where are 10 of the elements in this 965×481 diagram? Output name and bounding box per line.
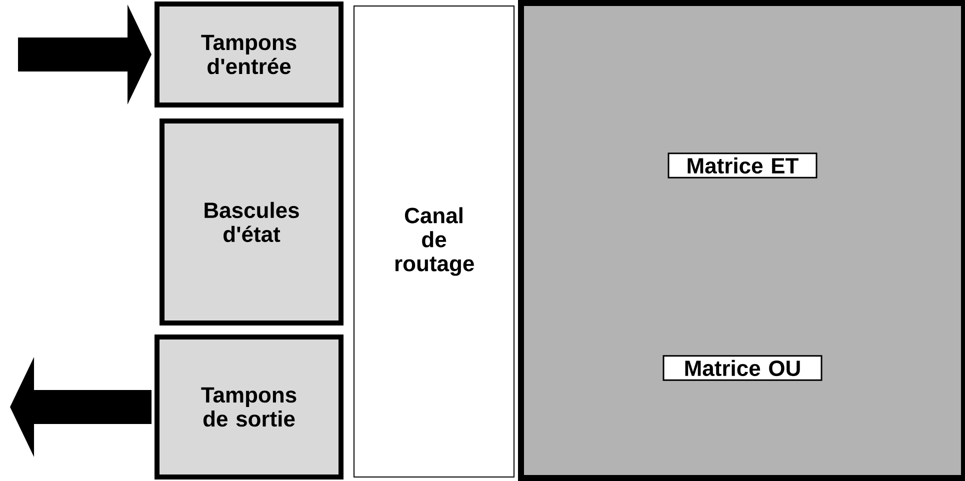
routing-channel-box: Canal de routage <box>354 6 514 478</box>
node-label: Matrice ET <box>688 157 798 174</box>
matrix-region: Matrice ET <box>524 6 961 241</box>
flipflop-box: Bascules d'état <box>160 118 344 326</box>
arrow <box>10 357 152 457</box>
matrix-region: Matrice OU <box>524 241 961 475</box>
arrow <box>18 4 152 104</box>
node-label: Matrice OU <box>685 360 800 376</box>
buffer-box: Tampons d'entrée <box>154 2 344 108</box>
buffer-box: Tampons de sortie <box>154 334 344 480</box>
